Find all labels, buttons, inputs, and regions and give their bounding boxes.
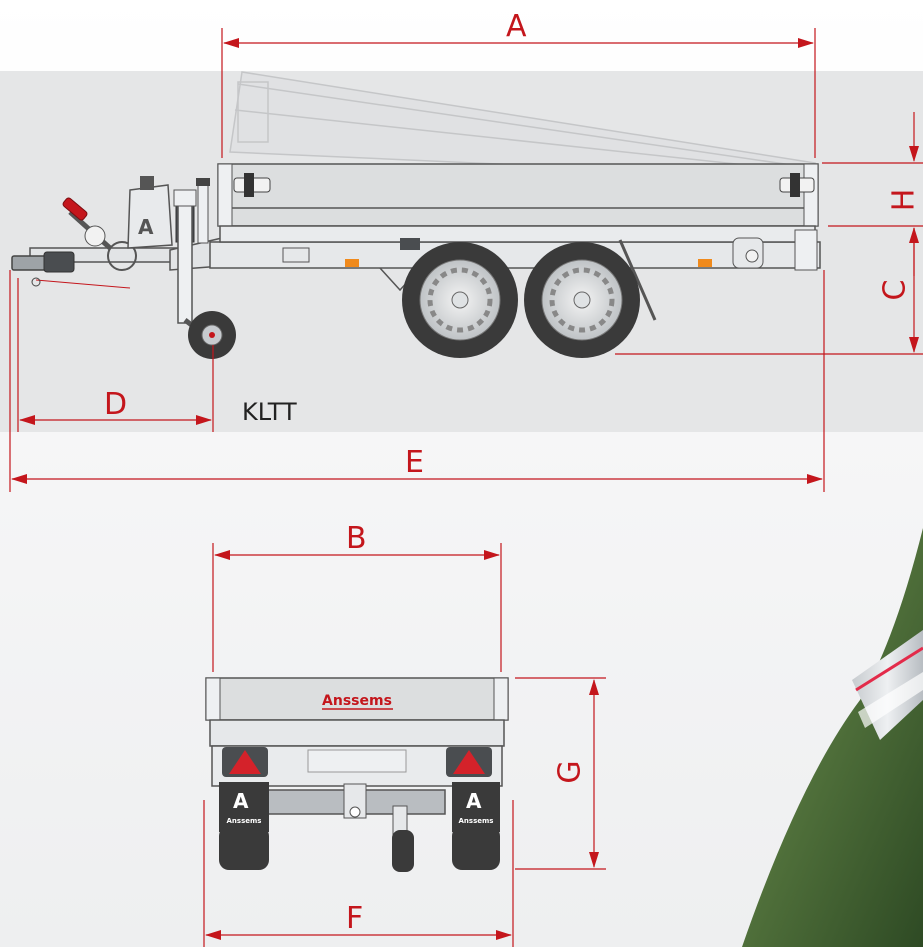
tipped-bed-outline	[229, 71, 816, 179]
rear-dimensions	[203, 543, 606, 947]
tower-badge-letter: A	[138, 215, 154, 239]
jockey-wheel	[173, 189, 236, 359]
trailer-photo-corner-icon	[742, 528, 923, 947]
rear-view-trailer: Anssems A Anssems A	[205, 677, 509, 872]
handbrake-lever	[62, 197, 137, 271]
dimension-e-label: E	[405, 445, 424, 480]
cargo-bed	[196, 163, 819, 244]
side-dimensions	[9, 28, 923, 492]
rear-brand-label: Anssems	[322, 693, 392, 709]
dimension-h-label: H	[887, 189, 922, 212]
dimension-f-label: F	[346, 901, 363, 936]
mudflap-left-letter: A	[233, 789, 249, 813]
wheel-front	[402, 242, 518, 358]
model-label: KLTT	[242, 398, 297, 426]
side-reflector-rear	[698, 259, 712, 267]
mudflap-right-letter: A	[466, 789, 482, 813]
side-view-trailer: A	[11, 163, 821, 359]
dimension-c-label: C	[878, 280, 913, 301]
dimension-b-label: B	[346, 521, 367, 556]
tail-light-left	[222, 747, 268, 777]
side-reflector-front	[345, 259, 359, 267]
mudflap-right: A Anssems	[452, 782, 500, 870]
tail-light-right	[446, 747, 492, 777]
coupling-head	[11, 251, 131, 289]
dimension-g-label: G	[553, 760, 588, 783]
mudflap-left-brand: Anssems	[227, 817, 262, 825]
dimension-a-label: A	[506, 9, 527, 44]
mudflap-left: A Anssems	[219, 782, 269, 870]
chassis-rail	[209, 241, 821, 269]
wheel-rear	[524, 242, 640, 358]
mudflap-right-brand: Anssems	[459, 817, 494, 825]
dimension-d-label: D	[104, 387, 127, 422]
